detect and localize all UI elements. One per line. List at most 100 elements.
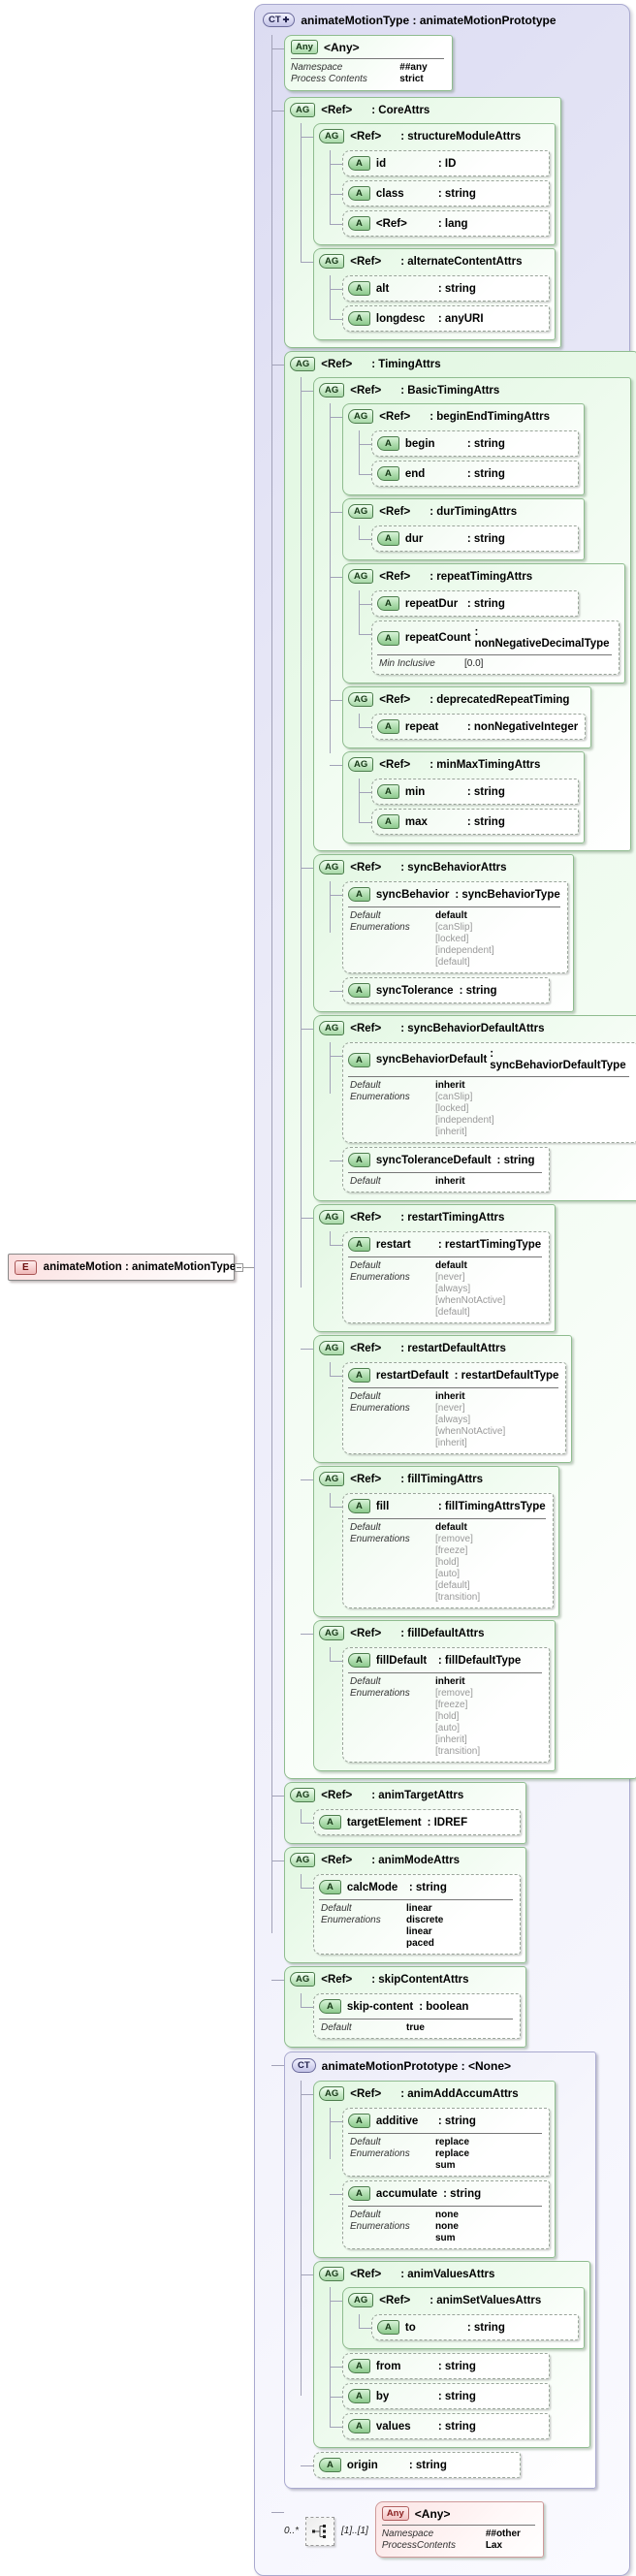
facet-value: default bbox=[435, 910, 467, 921]
attribute-type: : restartTimingType bbox=[437, 1238, 542, 1251]
attribute-group-header[interactable]: AG<Ref>: animAddAccumAttrs bbox=[319, 2083, 550, 2104]
group-ref: <Ref> bbox=[350, 2087, 382, 2100]
attribute-group-header[interactable]: AG<Ref>: fillTimingAttrs bbox=[319, 1469, 554, 1489]
attribute-group-header[interactable]: AG<Ref>: skipContentAttrs bbox=[290, 1969, 521, 1989]
facet-value: [default] bbox=[435, 1307, 470, 1318]
attribute-group-header[interactable]: AG<Ref>: structureModuleAttrs bbox=[319, 126, 550, 146]
a-badge: A bbox=[377, 630, 399, 646]
attribute-group-header[interactable]: AG<Ref>: animTargetAttrs bbox=[290, 1785, 521, 1805]
attribute-group-header[interactable]: AG<Ref>: durTimingAttrs bbox=[348, 501, 579, 522]
group-ref: <Ref> bbox=[321, 1973, 353, 1986]
complex-type-box-root[interactable]: CT✚animateMotionType : animateMotionProt… bbox=[254, 4, 636, 2576]
attribute-group-header[interactable]: AG<Ref>: alternateContentAttrs bbox=[319, 251, 550, 271]
attribute-group-header[interactable]: AG<Ref>: animValuesAttrs bbox=[319, 2264, 585, 2284]
attribute-group-header[interactable]: AG<Ref>: animSetValuesAttrs bbox=[348, 2290, 579, 2310]
attribute-group-header[interactable]: AG<Ref>: restartDefaultAttrs bbox=[319, 1338, 566, 1358]
attribute-box[interactable]: A<Ref>: lang bbox=[342, 210, 550, 237]
element-box[interactable]: E animateMotion : animateMotionType bbox=[8, 1254, 236, 1281]
group-type: : beginEndTimingAttrs bbox=[429, 410, 550, 423]
attribute-group-header[interactable]: AG<Ref>: deprecatedRepeatTiming bbox=[348, 689, 586, 710]
attribute-group-header[interactable]: AG<Ref>: repeatTimingAttrs bbox=[348, 566, 620, 587]
facet-values: inherit bbox=[435, 1080, 627, 1092]
attribute-group-header[interactable]: AG<Ref>: TimingAttrs bbox=[290, 354, 631, 374]
sequence-icon[interactable] bbox=[305, 2516, 335, 2546]
attribute-group-header[interactable]: AG<Ref>: fillDefaultAttrs bbox=[319, 1623, 550, 1643]
a-badge: A bbox=[377, 466, 399, 481]
complex-type-header[interactable]: CT✚animateMotionType : animateMotionProt… bbox=[261, 9, 625, 32]
attribute-group-header[interactable]: AG<Ref>: syncBehaviorDefaultAttrs bbox=[319, 1018, 636, 1038]
attribute-group-header[interactable]: AG<Ref>: minMaxTimingAttrs bbox=[348, 754, 579, 775]
attribute-group-header[interactable]: AG<Ref>: CoreAttrs bbox=[290, 100, 556, 120]
attribute-group-header[interactable]: AG<Ref>: beginEndTimingAttrs bbox=[348, 406, 579, 427]
attribute-group-header[interactable]: AG<Ref>: BasicTimingAttrs bbox=[319, 380, 625, 400]
attribute-group-header[interactable]: AG<Ref>: syncBehaviorAttrs bbox=[319, 857, 568, 877]
attribute-group-header[interactable]: AG<Ref>: animModeAttrs bbox=[290, 1850, 521, 1870]
attribute-group-header[interactable]: AG<Ref>: restartTimingAttrs bbox=[319, 1207, 550, 1227]
group-type: : animSetValuesAttrs bbox=[429, 2294, 542, 2306]
collapse-handle[interactable] bbox=[235, 1263, 243, 1272]
